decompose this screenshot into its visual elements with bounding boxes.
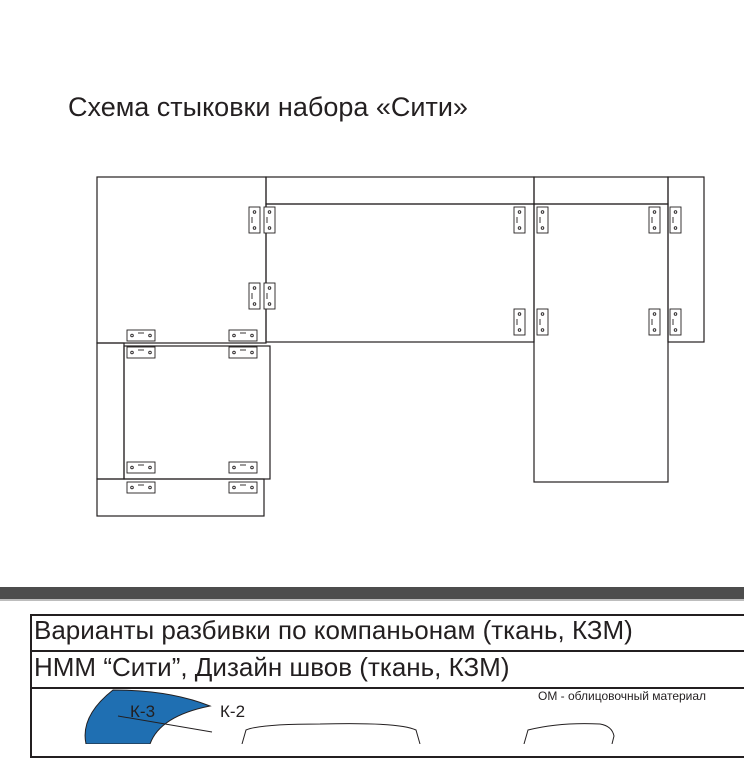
bracket-hole bbox=[232, 485, 236, 490]
section-heading-variants: Варианты разбивки по компаньонам (ткань,… bbox=[34, 615, 633, 645]
connector-bracket bbox=[228, 329, 258, 342]
bracket-hole bbox=[250, 333, 254, 338]
bracket-hole bbox=[267, 302, 272, 306]
bracket-hole bbox=[517, 328, 522, 332]
bracket-hole bbox=[252, 210, 257, 214]
bracket-hole bbox=[540, 226, 545, 230]
bracket-hole bbox=[517, 210, 522, 214]
bracket-hole bbox=[540, 210, 545, 214]
module-right-arm bbox=[667, 176, 705, 343]
bracket-hole bbox=[652, 328, 657, 332]
bracket-hole bbox=[673, 226, 678, 230]
companion-k3-fill bbox=[84, 689, 212, 744]
bracket-hole bbox=[130, 485, 134, 490]
connector-bracket bbox=[263, 282, 276, 310]
companion-k2-line bbox=[117, 715, 213, 733]
separator-bar bbox=[0, 587, 744, 601]
connector-bracket bbox=[513, 206, 526, 234]
connector-bracket bbox=[648, 206, 661, 234]
bracket-hole bbox=[517, 312, 522, 316]
bracket-hole bbox=[252, 286, 257, 290]
bracket-hole bbox=[517, 226, 522, 230]
bracket-hole bbox=[232, 465, 236, 470]
label-k2: К-2 bbox=[220, 702, 246, 721]
bracket-hole bbox=[267, 226, 272, 230]
bracket-hole bbox=[130, 465, 134, 470]
bracket-hole bbox=[130, 350, 134, 355]
bracket-hole bbox=[148, 333, 152, 338]
bracket-hole bbox=[130, 333, 134, 338]
bracket-hole bbox=[250, 485, 254, 490]
module-right-chaise bbox=[533, 203, 669, 483]
connector-bracket bbox=[669, 308, 682, 336]
module-center-back bbox=[265, 176, 535, 205]
connector-bracket bbox=[648, 308, 661, 336]
module-left-seat bbox=[123, 345, 271, 480]
connector-bracket bbox=[126, 461, 156, 474]
separator-line bbox=[0, 599, 744, 601]
connector-bracket bbox=[248, 206, 261, 234]
bracket-hole bbox=[673, 210, 678, 214]
connector-bracket bbox=[513, 308, 526, 336]
connector-bracket bbox=[228, 346, 258, 359]
bracket-hole bbox=[652, 312, 657, 316]
brackets-group bbox=[126, 206, 682, 494]
connector-bracket bbox=[263, 206, 276, 234]
bracket-hole bbox=[652, 226, 657, 230]
connector-bracket bbox=[228, 481, 258, 494]
connector-bracket bbox=[536, 308, 549, 336]
connector-bracket bbox=[248, 282, 261, 310]
connector-bracket bbox=[126, 481, 156, 494]
page-title: Схема стыковки набора «Сити» bbox=[68, 92, 468, 122]
bracket-hole bbox=[148, 485, 152, 490]
bracket-hole bbox=[673, 312, 678, 316]
module-left-strip bbox=[96, 342, 125, 480]
bracket-hole bbox=[250, 465, 254, 470]
connector-bracket bbox=[126, 346, 156, 359]
connector-bracket bbox=[228, 461, 258, 474]
table-row bbox=[30, 614, 744, 652]
connector-bracket bbox=[669, 206, 682, 234]
module-center-seat bbox=[265, 203, 535, 343]
bracket-hole bbox=[252, 226, 257, 230]
bracket-hole bbox=[232, 350, 236, 355]
bracket-hole bbox=[252, 302, 257, 306]
bracket-hole bbox=[652, 210, 657, 214]
bracket-hole bbox=[540, 328, 545, 332]
bracket-hole bbox=[250, 350, 254, 355]
bracket-hole bbox=[148, 465, 152, 470]
cushion-outline-1 bbox=[241, 723, 421, 744]
module-right-back bbox=[533, 176, 669, 205]
section-heading-design: НММ “Сити”, Дизайн швов (ткань, КЗМ) bbox=[34, 652, 510, 682]
docking-scheme bbox=[96, 176, 705, 517]
cushion-outline-2 bbox=[523, 723, 615, 744]
companion-drawing bbox=[84, 689, 615, 744]
material-note: ОМ - облицовочный материал bbox=[538, 689, 707, 703]
bracket-hole bbox=[673, 328, 678, 332]
bracket-hole bbox=[267, 286, 272, 290]
module-left-back bbox=[96, 176, 267, 344]
table-row bbox=[30, 651, 744, 689]
bracket-hole bbox=[540, 312, 545, 316]
bracket-hole bbox=[148, 350, 152, 355]
bracket-hole bbox=[267, 210, 272, 214]
connector-bracket bbox=[536, 206, 549, 234]
label-k3: К-3 bbox=[130, 702, 156, 721]
module-bottom-arm bbox=[96, 478, 265, 517]
connector-bracket bbox=[126, 329, 156, 342]
bracket-hole bbox=[232, 333, 236, 338]
